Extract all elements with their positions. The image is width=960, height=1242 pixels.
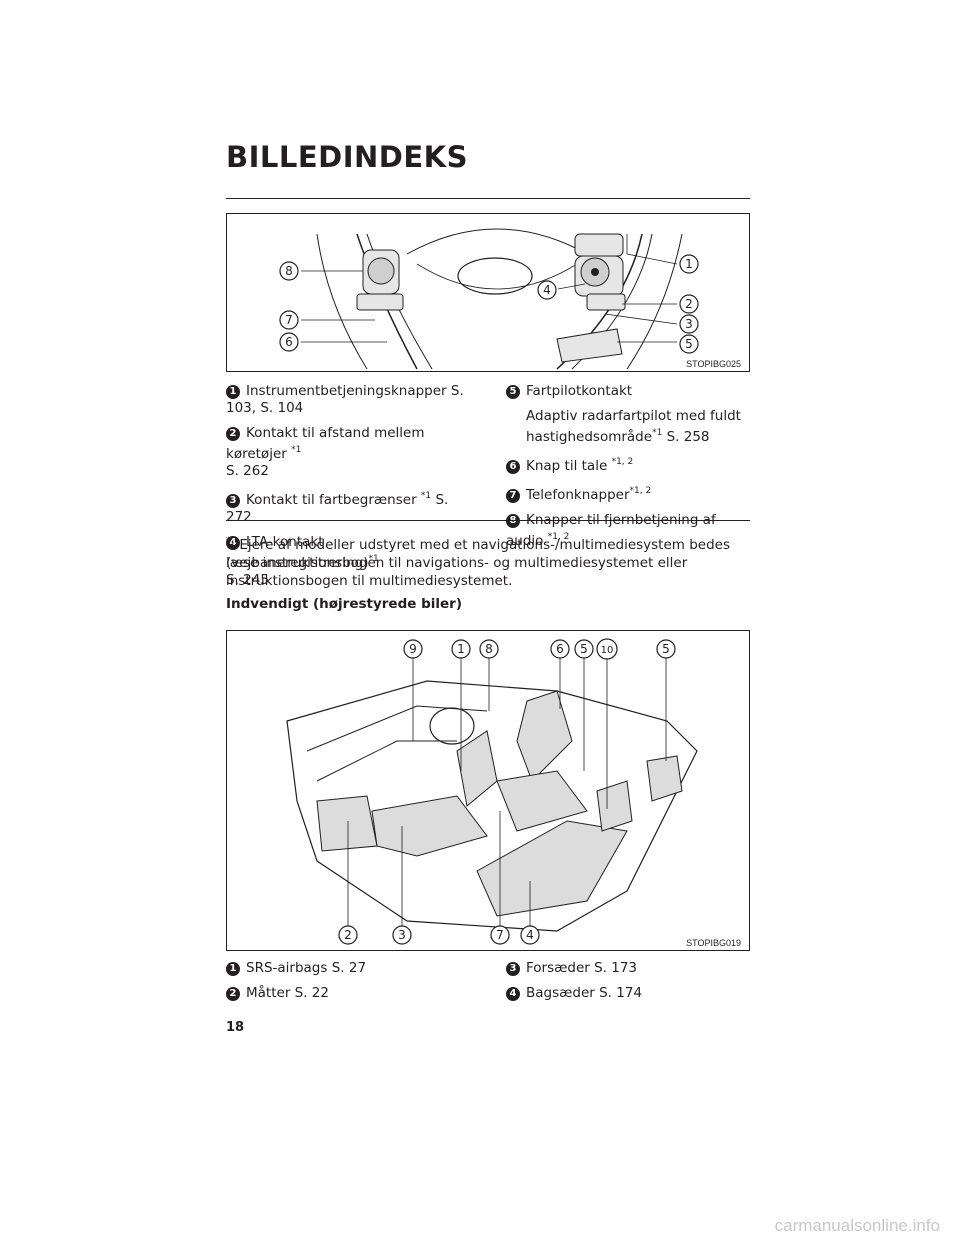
svg-text:8: 8 <box>285 264 293 278</box>
figure-code: STOPIBG019 <box>686 938 741 948</box>
svg-text:8: 8 <box>485 642 493 656</box>
title-divider <box>226 198 750 199</box>
callout-2: 2 <box>338 925 358 945</box>
watermark: carmanualsonline.info <box>774 1216 940 1235</box>
legend-item: Adaptiv radarfartpilot med fuldt hastigh… <box>526 408 741 445</box>
callout-4: 4 <box>537 280 557 300</box>
svg-text:4: 4 <box>543 283 551 297</box>
callout-5: 5 <box>574 639 594 659</box>
callout-8: 8 <box>479 639 499 659</box>
svg-text:10: 10 <box>601 645 614 656</box>
steering-wheel-illustration: 8 7 6 4 1 2 3 5 <box>279 228 699 370</box>
steering-wheel-figure: 8 7 6 4 1 2 3 5 STOPIBG025 <box>226 213 750 372</box>
callout-5b: 5 <box>656 639 676 659</box>
callout-6: 6 <box>279 332 299 352</box>
callout-9: 9 <box>403 639 423 659</box>
svg-text:3: 3 <box>685 317 693 331</box>
callout-8: 8 <box>279 261 299 281</box>
svg-text:7: 7 <box>285 313 293 327</box>
callout-3: 3 <box>679 314 699 334</box>
callout-4: 4 <box>520 925 540 945</box>
svg-text:4: 4 <box>526 928 534 942</box>
svg-text:6: 6 <box>285 335 293 349</box>
callout-10: 10 <box>596 638 618 660</box>
callout-2: 2 <box>679 294 699 314</box>
section-divider <box>226 520 750 521</box>
svg-text:5: 5 <box>685 337 693 351</box>
svg-text:9: 9 <box>409 642 417 656</box>
svg-text:2: 2 <box>685 297 693 311</box>
callout-3: 3 <box>392 925 412 945</box>
callout-5: 5 <box>679 334 699 354</box>
svg-text:3: 3 <box>398 928 406 942</box>
page-number: 18 <box>226 1020 245 1035</box>
svg-text:6: 6 <box>556 642 564 656</box>
callout-7: 7 <box>490 925 510 945</box>
section-heading: Indvendigt (højrestyrede biler) <box>226 596 462 612</box>
svg-text:1: 1 <box>457 642 465 656</box>
interior-figure: 9 1 8 6 5 10 5 2 3 7 4 STOPIBG019 <box>226 630 750 951</box>
footnote: *: Ejere af modeller udstyret med et nav… <box>226 536 731 589</box>
svg-text:2: 2 <box>344 928 352 942</box>
svg-text:1: 1 <box>685 257 693 271</box>
callout-7: 7 <box>279 310 299 330</box>
page-title: BILLEDINDEKS <box>226 140 469 174</box>
svg-text:5: 5 <box>580 642 588 656</box>
interior-illustration: 9 1 8 6 5 10 5 2 3 7 4 <box>286 638 698 945</box>
callout-6: 6 <box>550 639 570 659</box>
callout-1: 1 <box>679 254 699 274</box>
svg-text:7: 7 <box>496 928 504 942</box>
callout-1: 1 <box>451 639 471 659</box>
figure-code: STOPIBG025 <box>686 359 741 369</box>
svg-text:5: 5 <box>662 642 670 656</box>
